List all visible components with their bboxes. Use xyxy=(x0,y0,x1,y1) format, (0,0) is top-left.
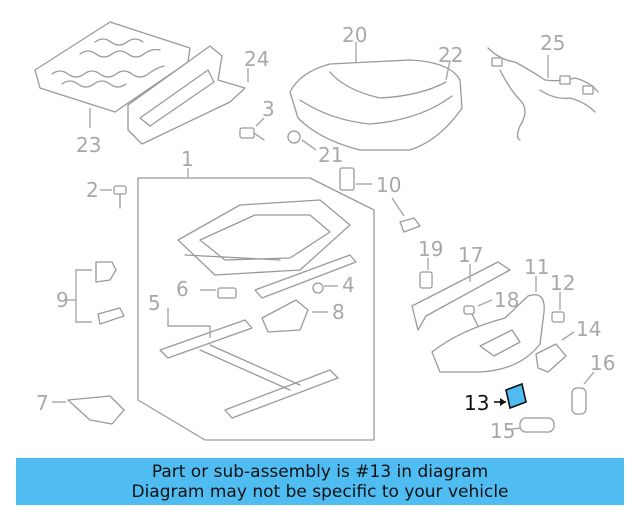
callout-6: 6 xyxy=(176,277,189,301)
callout-14: 14 xyxy=(576,317,601,341)
callout-12: 12 xyxy=(550,271,575,295)
callout-7: 7 xyxy=(36,391,49,415)
callout-20: 20 xyxy=(342,23,367,47)
callout-17: 17 xyxy=(458,243,483,267)
callout-5: 5 xyxy=(148,291,161,315)
part-16-knob xyxy=(571,371,595,415)
banner-line-1: Part or sub-assembly is #13 in diagram xyxy=(151,461,489,482)
callout-25: 25 xyxy=(540,31,565,55)
callout-13: 13 xyxy=(464,391,489,415)
callout-21: 21 xyxy=(318,143,343,167)
part-17-rail xyxy=(411,261,511,331)
part-7 xyxy=(52,395,125,425)
callout-23: 23 xyxy=(76,133,101,157)
part-21-clip xyxy=(287,130,317,151)
part-11-side-shield xyxy=(431,276,545,373)
part-22-lead xyxy=(445,59,451,81)
part-5-lead xyxy=(167,308,211,338)
part-6 xyxy=(200,287,237,299)
info-banner: Part or sub-assembly is #13 in diagram D… xyxy=(16,458,624,505)
callout-2: 2 xyxy=(86,178,99,202)
part-18-screw xyxy=(463,299,493,327)
callout-24: 24 xyxy=(244,47,269,71)
part-9-group xyxy=(64,261,125,325)
banner-line-2: Diagram may not be specific to your vehi… xyxy=(131,481,509,502)
part-13-highlighted xyxy=(494,382,527,410)
callout-18: 18 xyxy=(494,288,519,312)
callout-10: 10 xyxy=(376,173,401,197)
callout-11: 11 xyxy=(524,255,549,279)
part-25-wire-harness xyxy=(487,47,599,141)
callout-22: 22 xyxy=(438,43,463,67)
part-14-switch xyxy=(535,331,575,373)
callout-8: 8 xyxy=(332,300,345,324)
callout-19: 19 xyxy=(418,237,443,261)
callout-4: 4 xyxy=(342,273,355,297)
part-13-shape xyxy=(505,382,527,410)
part-8-motor xyxy=(261,299,328,333)
part-3-bolt xyxy=(239,117,265,141)
callout-16: 16 xyxy=(590,351,615,375)
part-23-heater-mat xyxy=(34,21,191,128)
part-19 xyxy=(419,258,433,289)
part-4 xyxy=(312,282,338,294)
part-24-side-panel xyxy=(127,45,249,145)
part-12 xyxy=(551,292,565,323)
part-20-cushion xyxy=(289,42,463,151)
part-10 xyxy=(339,167,421,233)
parts-diagram: 1 2 3 4 5 6 7 8 9 10 11 12 13 14 15 16 1… xyxy=(34,21,615,443)
callout-1: 1 xyxy=(181,147,194,171)
part-1-seat-frame-assembly xyxy=(137,168,375,441)
callout-9: 9 xyxy=(56,288,69,312)
part-2-bolt xyxy=(100,185,127,209)
callout-3: 3 xyxy=(262,97,275,121)
callout-15: 15 xyxy=(490,419,515,443)
part-15-knob xyxy=(505,417,555,433)
